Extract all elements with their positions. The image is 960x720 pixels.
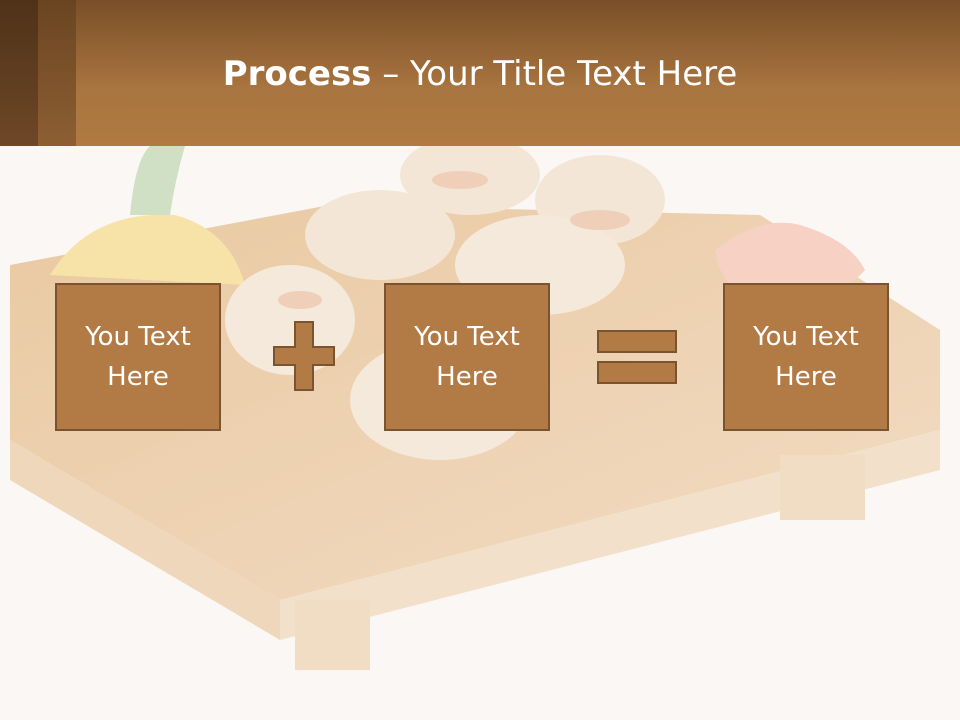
- title-bold: Process: [222, 54, 372, 94]
- process-step-1: You Text Here: [55, 283, 221, 431]
- process-step-2: You Text Here: [384, 283, 550, 431]
- header-accent-strip: [38, 0, 76, 146]
- sushi-board-image: [10, 146, 940, 670]
- process-step-3: You Text Here: [723, 283, 889, 431]
- plus-icon: [273, 321, 335, 391]
- step-2-label: You Text Here: [414, 322, 520, 392]
- header-accent-strip: [0, 0, 38, 146]
- equals-icon: [597, 330, 677, 384]
- title-rest: – Your Title Text Here: [371, 54, 738, 94]
- slide-title: Process – Your Title Text Here: [0, 52, 960, 96]
- step-1-label: You Text Here: [85, 322, 191, 392]
- title-bar: Process – Your Title Text Here: [0, 0, 960, 146]
- step-3-label: You Text Here: [753, 322, 859, 392]
